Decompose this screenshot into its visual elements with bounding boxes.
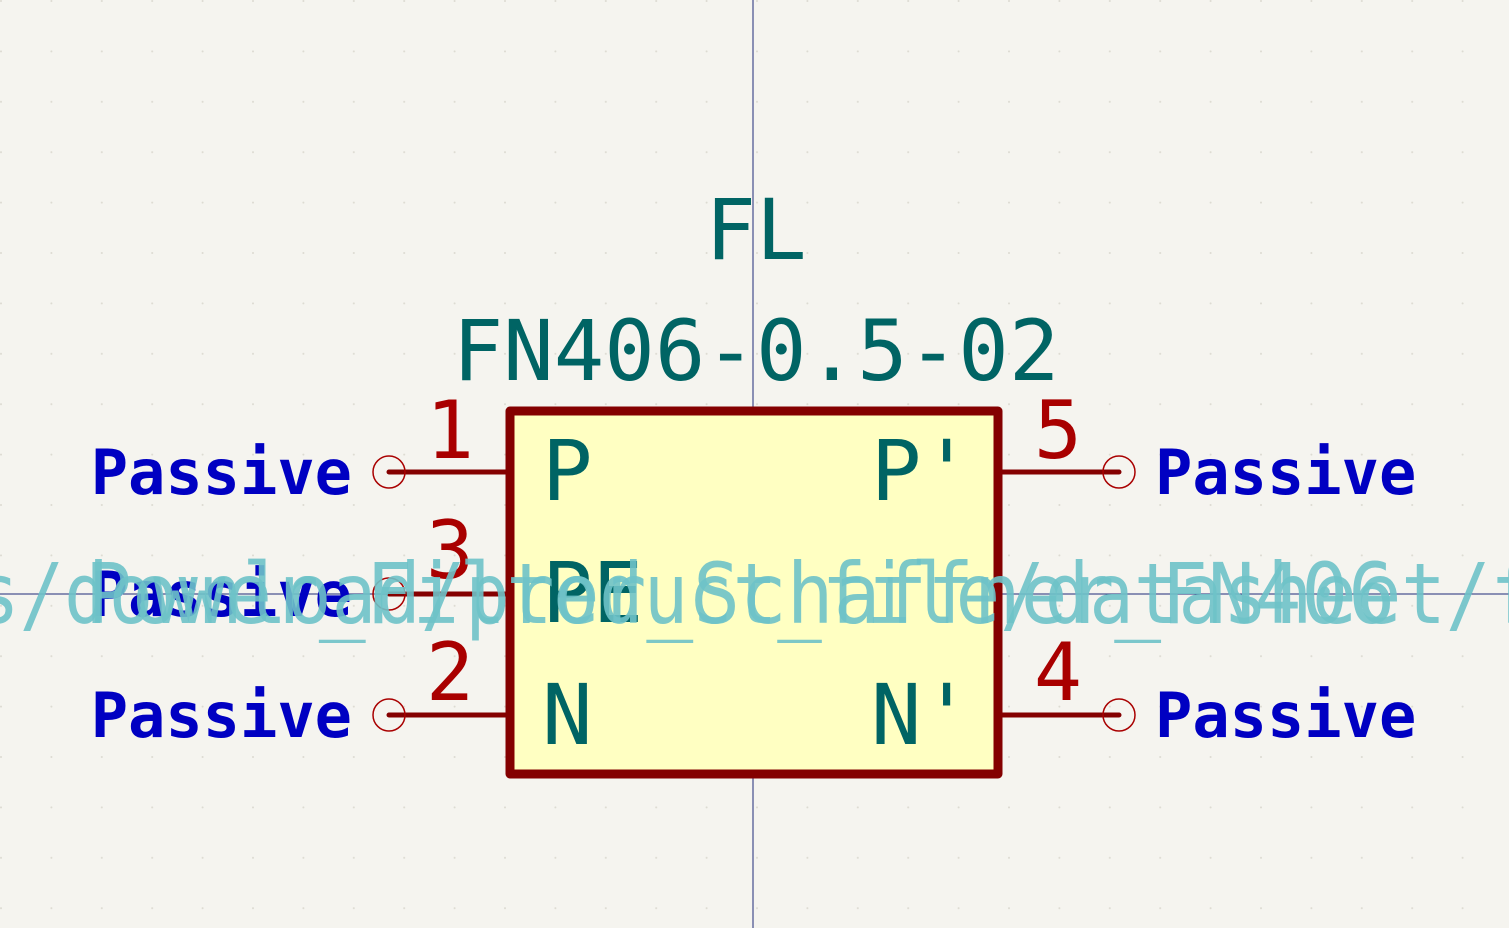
component-value[interactable]: FN406-0.5-02: [453, 302, 1060, 400]
pin-name-3: PE: [542, 544, 643, 642]
pin-name-4: N': [871, 666, 972, 764]
pin-number-1: 1: [426, 384, 474, 477]
pin-name-5: P': [871, 422, 972, 520]
pin-1[interactable]: [372, 455, 513, 489]
pin-3-end-marker: [372, 577, 406, 611]
datasheet-field[interactable]: s/download/product_file/datasheet/f: [0, 545, 1509, 643]
pin-number-5: 5: [1034, 384, 1082, 477]
pin-1-end-marker: [372, 455, 406, 489]
pin-2-end-marker: [372, 698, 406, 732]
pin-number-3: 3: [426, 504, 474, 597]
pin-type-4: Passive: [1155, 679, 1416, 752]
pin-2[interactable]: [372, 698, 513, 732]
pin-4-end-marker: [1102, 698, 1136, 732]
reference-designator[interactable]: FL: [705, 181, 806, 279]
pin-type-5: Passive: [1155, 436, 1416, 509]
pin-3[interactable]: [372, 577, 513, 611]
pin-4[interactable]: [995, 698, 1136, 732]
pin-5-end-marker: [1102, 455, 1136, 489]
footprint-field[interactable]: Power_Filter_Schaffner_FN406: [85, 545, 1395, 643]
pin-type-2: Passive: [91, 679, 352, 752]
pin-5[interactable]: [995, 455, 1136, 489]
pin-number-2: 2: [426, 626, 474, 719]
pin-number-4: 4: [1034, 626, 1082, 719]
pin-name-1: P: [542, 422, 593, 520]
pin-name-2: N: [542, 666, 593, 764]
pin-type-1: Passive: [91, 436, 352, 509]
pin-type-3: Passive: [91, 558, 352, 631]
